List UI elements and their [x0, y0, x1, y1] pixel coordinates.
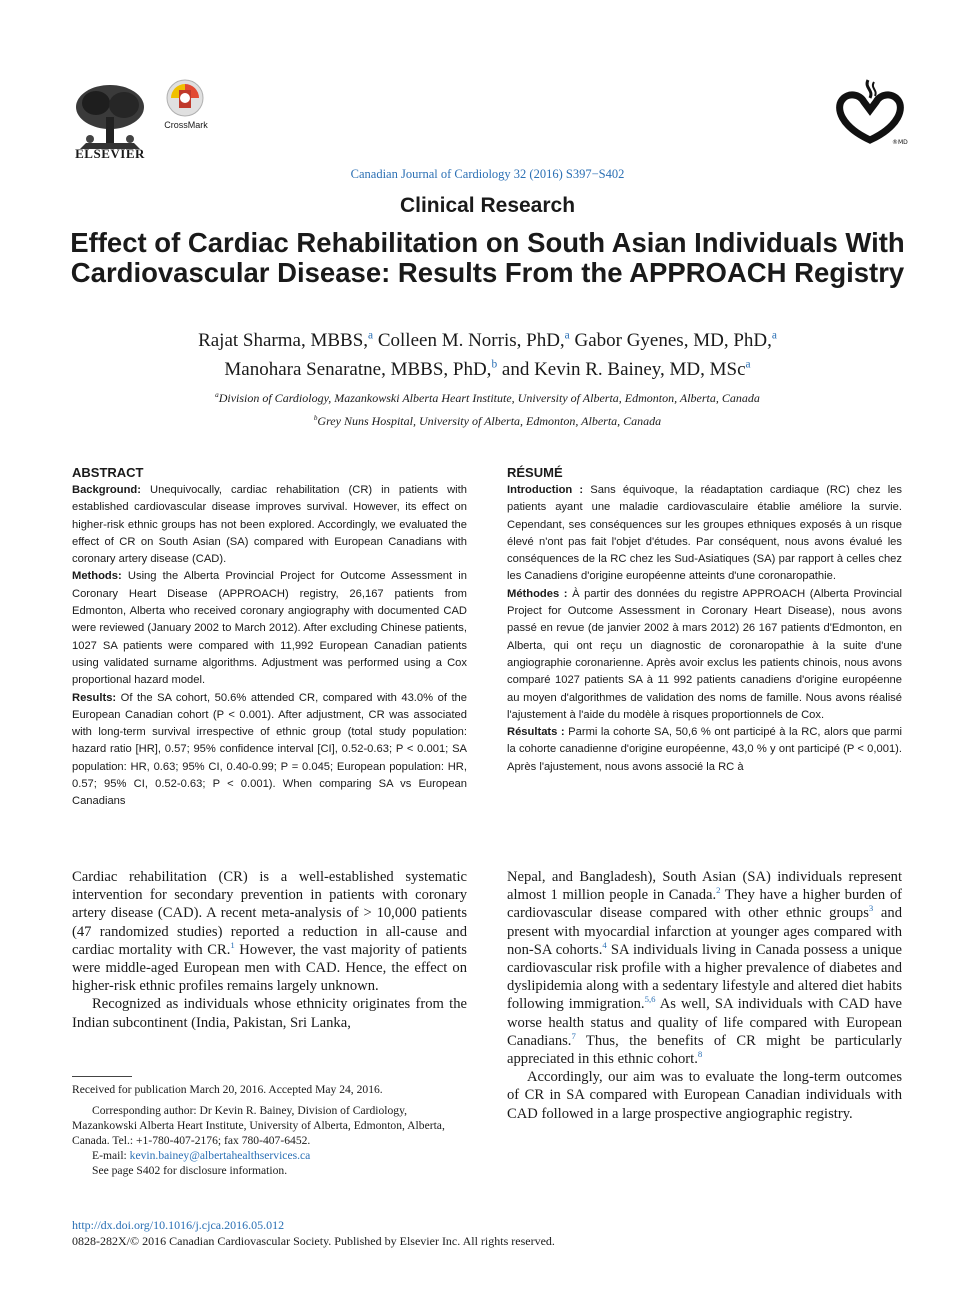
reference-link[interactable]: 7 [571, 1030, 576, 1041]
affiliation-b: bGrey Nuns Hospital, University of Alber… [60, 414, 915, 429]
affiliation-a: aDivision of Cardiology, Mazankowski Alb… [60, 391, 915, 406]
email-label: E-mail: [92, 1149, 130, 1162]
abstract-results-label: Results: [72, 691, 117, 704]
body-text: However, the vast majority of patients w… [72, 941, 467, 995]
abstract-body: Background: Unequivocally, cardiac rehab… [72, 482, 467, 812]
footnotes: Received for publication March 20, 2016.… [72, 1082, 467, 1178]
abstract-heading: ABSTRACT [72, 465, 144, 480]
corresponding-author: Corresponding author: Dr Kevin R. Bainey… [72, 1104, 445, 1147]
journal-citation-link[interactable]: Canadian Journal of Cardiology 32 (2016)… [350, 167, 625, 181]
abstract-methods: Methods: Using the Alberta Provincial Pr… [72, 568, 467, 689]
ccs-heart-logo-icon: ®MD [836, 79, 908, 146]
abstract-results: Results: Of the SA cohort, 50.6% attende… [72, 690, 467, 811]
affiliation-text: Grey Nuns Hospital, University of Albert… [317, 414, 662, 428]
author-name: Gabor Gyenes, MD, PhD, [574, 330, 772, 351]
author-name: and Kevin R. Bainey, MD, MSc [501, 359, 746, 380]
svg-text:®MD: ®MD [892, 139, 908, 146]
resume-intro: Introduction : Sans équivoque, la réadap… [507, 482, 902, 586]
resume-body: Introduction : Sans équivoque, la réadap… [507, 482, 902, 812]
body-text: Cardiac rehabilitation (CR) is a well-es… [72, 869, 467, 958]
reference-link[interactable]: 3 [868, 903, 874, 914]
affiliation-text: Division of Cardiology, Mazankowski Albe… [218, 391, 760, 405]
affiliation-mark: b [313, 414, 318, 422]
doi-link[interactable]: http://dx.doi.org/10.1016/j.cjca.2016.05… [72, 1218, 285, 1232]
email-line: E-mail: kevin.bainey@albertahealthservic… [72, 1148, 467, 1163]
affiliation-mark[interactable]: a [745, 358, 751, 371]
crossmark-icon[interactable] [165, 78, 205, 118]
body-text: Nepal, and Bangladesh), South Asian (SA)… [507, 869, 902, 904]
received-dates: Received for publication March 20, 2016.… [72, 1083, 383, 1096]
resume-resultats-text: Parmi la cohorte SA, 50,6 % ont particip… [507, 726, 902, 773]
section-label: Clinical Research [399, 194, 576, 217]
body-text: As well, SA individuals with CAD have wo… [507, 996, 902, 1049]
abstract-methods-text: Using the Alberta Provincial Project for… [72, 570, 467, 687]
abstract-results-text: Of the SA cohort, 50.6% attended CR, com… [72, 691, 467, 808]
body-paragraph: Cardiac rehabilitation (CR) is a well-es… [72, 868, 467, 995]
author-line-1: Rajat Sharma, MBBS,a Colleen M. Norris, … [60, 330, 915, 352]
reference-link[interactable]: 4 [602, 939, 607, 950]
reference-link[interactable]: 1 [230, 939, 235, 950]
resume-resultats-label: Résultats : [507, 726, 565, 739]
abstract-background-label: Background: [72, 484, 141, 496]
abstract-background: Background: Unequivocally, cardiac rehab… [72, 482, 467, 568]
copyright-notice: 0828-282X/© 2016 Canadian Cardiovascular… [72, 1234, 555, 1248]
email-link[interactable]: kevin.bainey@albertahealthservices.ca [129, 1149, 311, 1162]
reference-link[interactable]: 8 [697, 1049, 703, 1060]
resume-methodes-label: Méthodes : [507, 587, 568, 600]
body-paragraph: Accordingly, our aim was to evaluate the… [507, 1069, 902, 1122]
affiliation-mark[interactable]: a [771, 329, 777, 342]
affiliation-mark[interactable]: b [491, 358, 498, 371]
reference-link[interactable]: 5,6 [644, 994, 656, 1005]
body-paragraph: Nepal, and Bangladesh), South Asian (SA)… [507, 868, 902, 1068]
affiliation-mark: a [215, 391, 219, 399]
resume-methodes: Méthodes : À partir des données du regis… [507, 586, 902, 724]
resume-intro-text: Sans équivoque, la réadaptation cardiaqu… [507, 484, 902, 583]
article-title: Effect of Cardiac Rehabilitation on Sout… [70, 227, 905, 288]
disclosure-note: See page S402 for disclosure information… [92, 1164, 288, 1177]
body-text: and present with myocardial infarction a… [507, 905, 902, 958]
footnote-divider [72, 1076, 132, 1077]
author-name: Colleen M. Norris, PhD, [377, 330, 565, 351]
resume-methodes-text: À partir des données du registre APPROAC… [507, 587, 902, 721]
resume-resultats: Résultats : Parmi la cohorte SA, 50,6 % … [507, 724, 902, 776]
resume-intro-label: Introduction : [507, 484, 584, 496]
abstract-methods-label: Methods: [72, 570, 122, 583]
body-paragraph: Recognized as individuals whose ethnicit… [72, 996, 467, 1031]
body-text: They have a higher burden of cardiovascu… [507, 887, 902, 922]
body-column-right: Nepal, and Bangladesh), South Asian (SA)… [507, 868, 902, 1123]
affiliation-mark[interactable]: a [564, 329, 570, 342]
reference-link[interactable]: 2 [716, 885, 721, 896]
body-text: Thus, the benefits of CR might be partic… [507, 1032, 902, 1068]
author-name: Manohara Senaratne, MBBS, PhD, [224, 359, 492, 380]
abstract-background-text: Unequivocally, cardiac rehabilitation (C… [72, 484, 467, 566]
publisher-wordmark: ELSEVIER [75, 146, 145, 161]
crossmark-label: CrossMark [164, 120, 208, 130]
author-line-2: Manohara Senaratne, MBBS, PhD,b and Kevi… [60, 359, 915, 381]
affiliation-mark[interactable]: a [368, 329, 374, 342]
body-column-left: Cardiac rehabilitation (CR) is a well-es… [72, 868, 467, 1032]
elsevier-tree-logo-icon [70, 83, 150, 153]
resume-heading: RÉSUMÉ [507, 465, 563, 480]
author-name: Rajat Sharma, MBBS, [198, 330, 369, 351]
body-text: SA individuals living in Canada possess … [507, 941, 902, 1013]
